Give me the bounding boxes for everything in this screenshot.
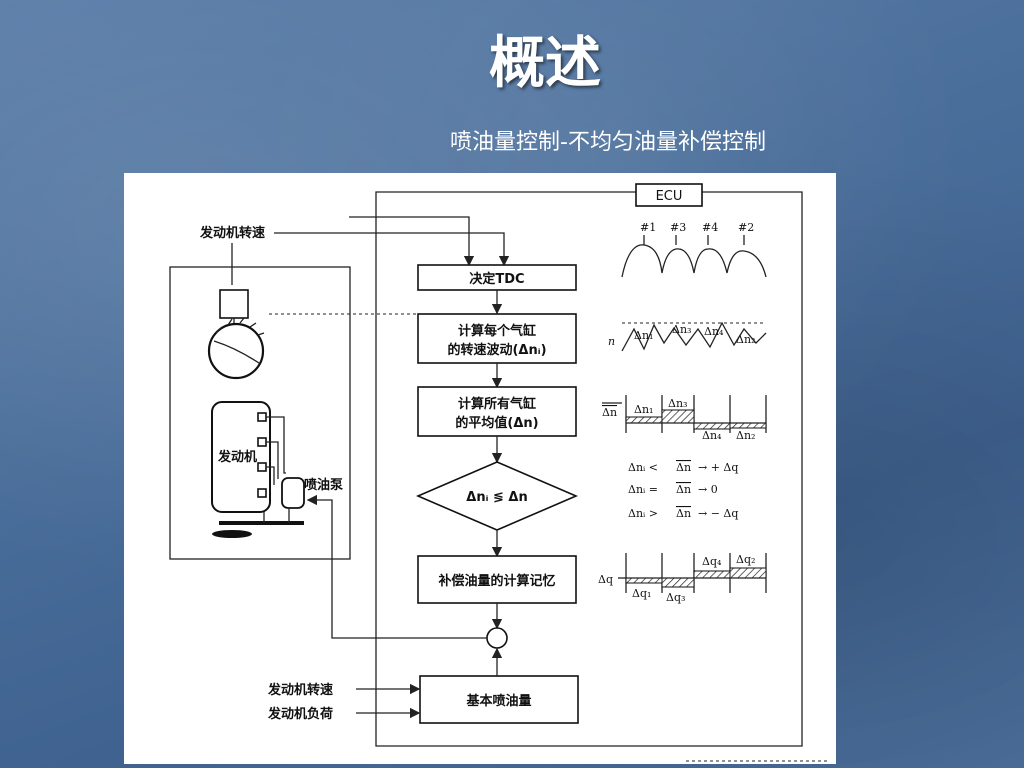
box-speed-variation xyxy=(417,313,577,364)
dq-bar-3 xyxy=(661,577,695,588)
box-average xyxy=(417,386,577,437)
dq2-label: Δq₂ xyxy=(736,553,755,566)
cyl-label-3: #3 xyxy=(670,221,686,234)
injection-pump xyxy=(281,477,305,509)
dq-bar-1 xyxy=(625,577,663,584)
rule-1-right: → + Δq xyxy=(698,461,738,474)
summing-junction xyxy=(486,627,508,649)
rule-3-left: Δnᵢ > xyxy=(628,507,658,520)
box-speed-variation-line1: 计算每个气缸 xyxy=(458,323,536,339)
avg-bar-1 xyxy=(625,416,663,424)
speed-waveform xyxy=(621,244,767,278)
decision-diamond-label: Δnᵢ ≶ Δn xyxy=(466,490,527,505)
diagram-canvas: ECU 发动机转速 发动机 喷油泵 决定TDC 计算每个气缸 的转速波动(Δnᵢ… xyxy=(169,183,830,762)
cylinder-port-3 xyxy=(257,462,267,472)
rule-2-right: → 0 xyxy=(698,483,718,496)
drive-links xyxy=(263,508,290,523)
dq-label: Δq xyxy=(598,573,613,586)
rule-2-left: Δnᵢ = xyxy=(628,483,658,496)
control-flow-diagram: ECU 发动机转速 发动机 喷油泵 决定TDC 计算每个气缸 的转速波动(Δnᵢ… xyxy=(124,173,836,764)
cyl-label-4: #4 xyxy=(702,221,718,234)
rule-2-mid: Δn xyxy=(676,483,691,496)
avg-dn-label: Δn xyxy=(602,406,617,419)
dn1-bar-label: Δn₁ xyxy=(634,403,653,416)
dn4-bar-label: Δn₄ xyxy=(702,429,722,442)
cylinder-port-1 xyxy=(257,412,267,422)
cylinder-port-4 xyxy=(257,488,267,498)
dn2-wave-label: Δn₂ xyxy=(736,333,755,346)
box-base-injection-label: 基本喷油量 xyxy=(465,693,531,709)
dq-bar-4 xyxy=(693,570,731,579)
ecu-label: ECU xyxy=(656,189,683,204)
cylinder-port-2 xyxy=(257,437,267,447)
rule-3-mid: Δn xyxy=(676,507,691,520)
box-determine-tdc-label: 决定TDC xyxy=(469,271,524,287)
input-engine-speed-label: 发动机转速 xyxy=(267,682,333,698)
cyl-label-2: #2 xyxy=(738,221,754,234)
box-compensation-label: 补偿油量的计算记忆 xyxy=(437,573,555,589)
gear-detail xyxy=(213,340,260,364)
flywheel-gear xyxy=(207,322,265,380)
slide-title: 概述 xyxy=(489,30,601,96)
rule-1-mid: Δn xyxy=(676,461,691,474)
avg-bar-3 xyxy=(661,409,695,424)
dq3-label: Δq₃ xyxy=(666,591,685,604)
engine-block xyxy=(211,401,271,513)
box-average-line1: 计算所有气缸 xyxy=(458,396,536,412)
fan-blade xyxy=(212,530,252,538)
speed-sensor xyxy=(219,289,249,319)
cyl-ticks xyxy=(643,235,745,245)
cyl-label-1: #1 xyxy=(640,221,656,234)
engine-enclosure xyxy=(169,266,351,560)
dn4-wave-label: Δn₄ xyxy=(704,325,724,338)
variation-waveform xyxy=(621,321,767,352)
ecu-label-box xyxy=(635,183,703,207)
arrow-to-pump xyxy=(306,494,487,639)
dq-bar-2 xyxy=(729,567,767,579)
dn2-bar-label: Δn₂ xyxy=(736,429,755,442)
box-speed-variation-line2: 的转速波动(Δnᵢ) xyxy=(447,342,546,358)
slide-subtitle: 喷油量控制-不均匀油量补偿控制 xyxy=(450,130,766,155)
dq1-label: Δq₁ xyxy=(632,587,651,600)
second-input-arrow xyxy=(349,216,475,267)
ecu-frame xyxy=(375,191,803,747)
box-base-injection xyxy=(419,675,579,724)
rule-3-right: → − Δq xyxy=(698,507,738,520)
rule-1-left: Δnᵢ < xyxy=(628,461,658,474)
engine-label: 发动机 xyxy=(217,449,257,465)
dq4-label: Δq₄ xyxy=(702,555,722,568)
avg-bar-2 xyxy=(729,422,767,429)
dn3-wave-label: Δn₃ xyxy=(672,323,691,336)
n-label: n xyxy=(608,335,615,348)
fuel-lines xyxy=(266,416,286,485)
gear-teeth xyxy=(215,317,265,336)
pump-label: 喷油泵 xyxy=(304,477,343,493)
dn1-wave-label: Δn₁ xyxy=(634,329,653,342)
dn3-bar-label: Δn₃ xyxy=(668,397,687,410)
engine-speed-top-label: 发动机转速 xyxy=(199,225,265,241)
speed-to-tdc-arrow xyxy=(274,232,510,267)
input-engine-load-label: 发动机负荷 xyxy=(267,706,333,722)
box-average-line2: 的平均值(Δn) xyxy=(455,415,538,431)
